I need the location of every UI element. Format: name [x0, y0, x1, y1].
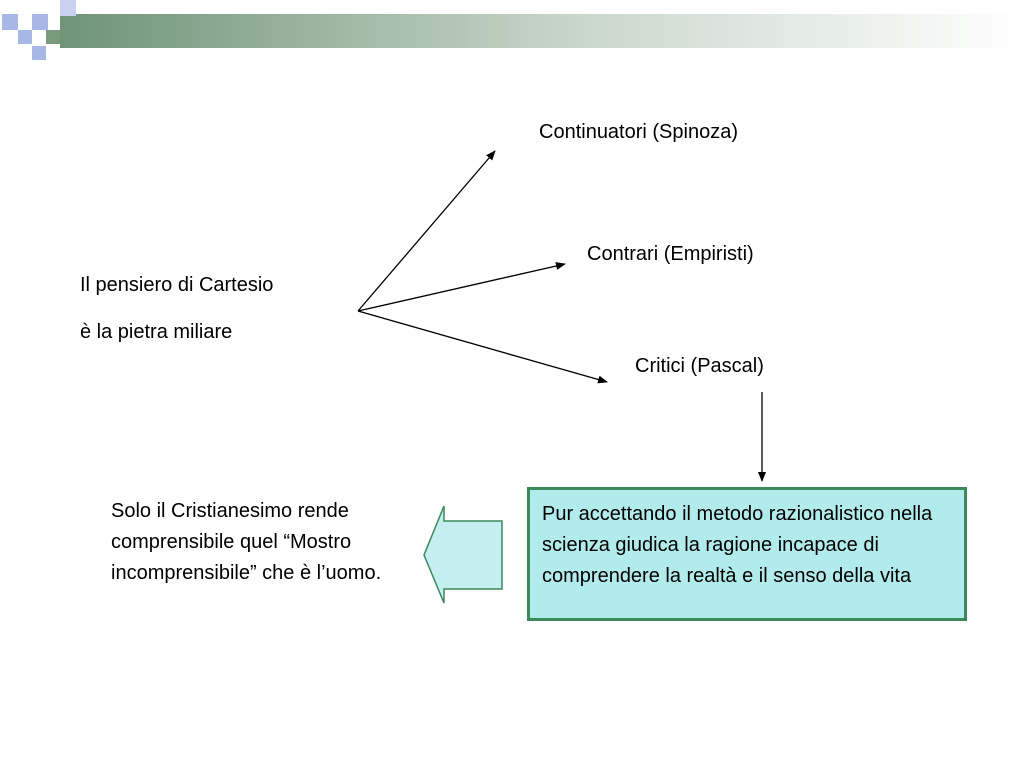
branch-label-continuatori: Continuatori (Spinoza)	[539, 121, 738, 143]
source-line-2: è la pietra miliare	[80, 321, 233, 343]
arrow-to-critici	[357, 310, 608, 384]
corner-square	[46, 30, 60, 44]
block-arrow-left	[423, 505, 503, 604]
corner-square	[32, 46, 46, 60]
corner-square	[2, 14, 18, 30]
branch-label-critici: Critici (Pascal)	[635, 355, 764, 377]
conclusion-text: Solo il Cristianesimo rende comprensibil…	[111, 500, 382, 584]
corner-square	[60, 0, 76, 16]
source-line-1: Il pensiero di Cartesio	[80, 274, 274, 296]
arrow-to-continuatori	[357, 150, 496, 312]
arrow-to-contrari	[357, 262, 566, 312]
critici-info-box: Pur accettando il metodo razionalistico …	[527, 487, 967, 621]
branch-label-contrari: Contrari (Empiristi)	[587, 243, 754, 265]
corner-square	[18, 30, 32, 44]
header-gradient-bar	[60, 14, 1024, 48]
corner-square	[32, 14, 48, 30]
header-decoration	[2, 0, 1024, 60]
